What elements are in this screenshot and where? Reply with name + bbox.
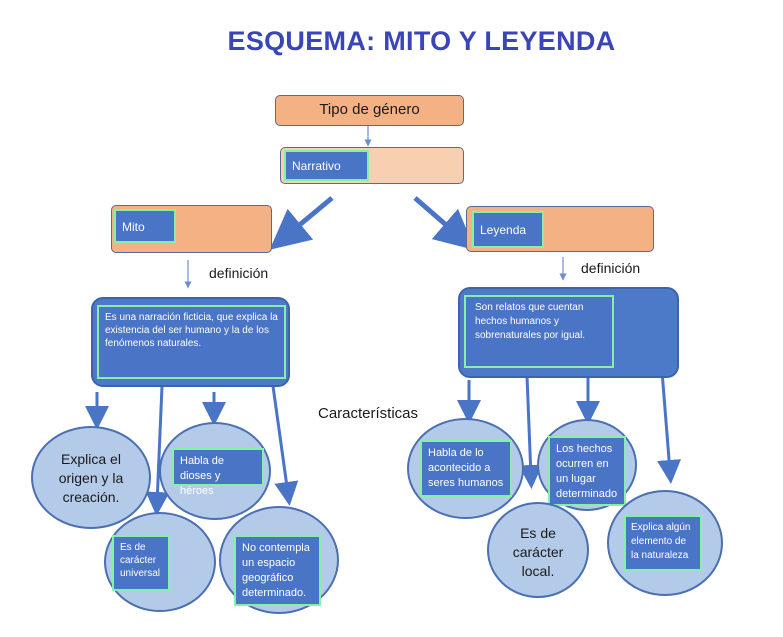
leyenda-trait-2: Los hechos ocurren en un lugar determina…	[548, 436, 626, 506]
mito-trait-4: No contempla un espacio geográfico deter…	[234, 535, 321, 606]
leyenda-trait-3: Es de carácter local.	[512, 525, 564, 579]
leyenda-trait-3-ellipse	[487, 502, 589, 598]
mito-trait-1-ellipse	[31, 426, 151, 529]
mito-definition-label: definición	[209, 265, 269, 281]
root-label: Tipo de género	[319, 101, 420, 118]
mito-trait-2: Habla de dioses y héroes	[172, 448, 264, 497]
characteristics-label: Características	[318, 405, 419, 422]
mito-trait-1: Explica el origen y la creación.	[58, 451, 124, 505]
mito-trait-3: Es de carácter universal	[112, 535, 170, 591]
leyenda-definition: Son relatos que cuentan hechos humanos y…	[464, 295, 614, 368]
genre-label: Narrativo	[284, 150, 369, 181]
mito-definition: Es una narración ficticia, que explica l…	[97, 305, 286, 379]
root-node: Tipo de género	[275, 95, 464, 126]
page-title: ESQUEMA: MITO Y LEYENDA	[227, 26, 616, 56]
leyenda-trait-4: Explica algún elemento de la naturaleza	[624, 515, 702, 571]
leyenda-definition-label: definición	[581, 260, 641, 276]
mito-label: Mito	[114, 209, 176, 243]
leyenda-label: Leyenda	[472, 211, 544, 248]
leyenda-trait-1: Habla de lo acontecido a seres humanos	[420, 440, 512, 497]
